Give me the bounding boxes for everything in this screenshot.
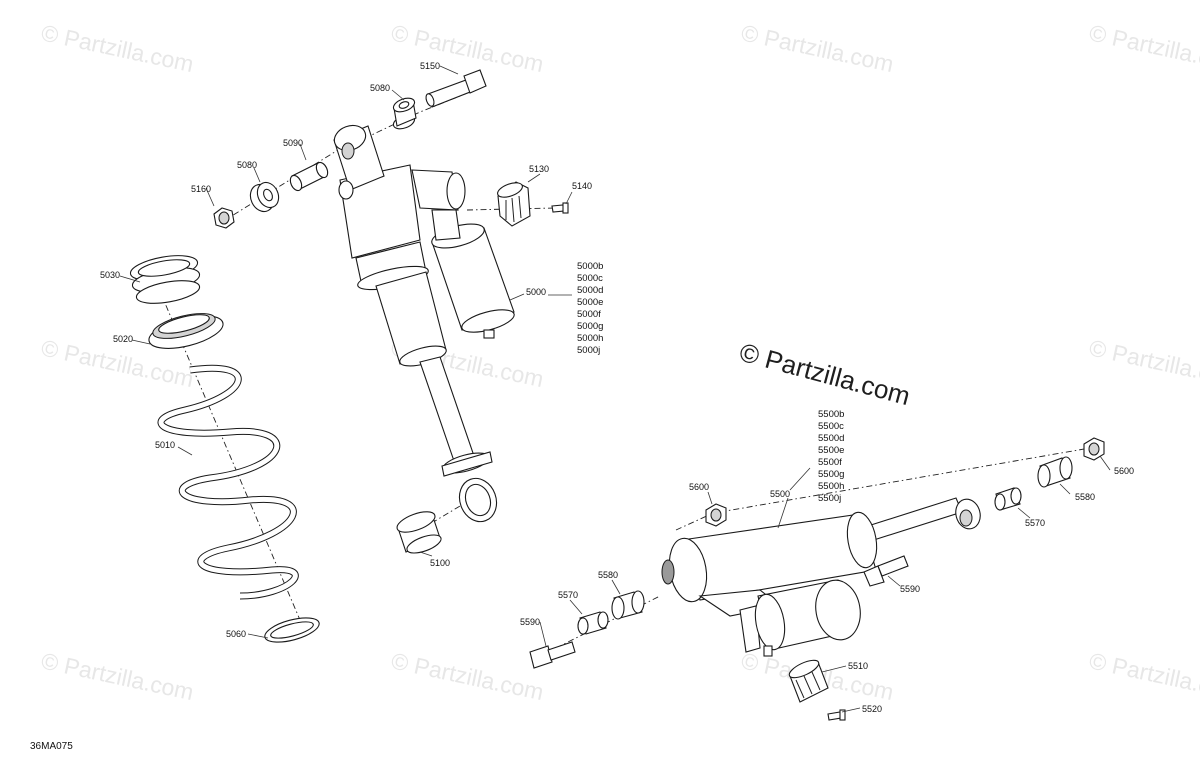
variant-item: 5500b — [818, 409, 844, 420]
watermark: © Partzilla.com — [389, 19, 546, 77]
label-5030[interactable]: 5030 — [100, 270, 120, 280]
watermark: © Partzilla.com — [39, 19, 196, 77]
variant-item: 5000h — [577, 333, 603, 344]
label-5570[interactable]: 5570 — [1025, 518, 1045, 528]
watermark: © Partzilla.com — [1087, 647, 1200, 705]
variant-item: 5500c — [818, 421, 844, 432]
variant-item: 5000d — [577, 285, 603, 296]
label-5600[interactable]: 5600 — [1114, 466, 1134, 476]
spacer-5570-icon — [577, 611, 609, 635]
screw-5520-icon — [827, 709, 846, 721]
front-shock-assembly — [119, 65, 573, 643]
nut-5600-icon — [1083, 437, 1105, 461]
label-5060[interactable]: 5060 — [226, 629, 246, 639]
label-5100[interactable]: 5100 — [430, 558, 450, 568]
rear-shock-assembly — [529, 437, 1111, 721]
label-5600[interactable]: 5600 — [689, 482, 709, 492]
label-5580[interactable]: 5580 — [598, 570, 618, 580]
label-5020[interactable]: 5020 — [113, 334, 133, 344]
watermark: © Partzilla.com — [1087, 19, 1200, 77]
bushing-5080-icon — [249, 181, 280, 213]
label-5580[interactable]: 5580 — [1075, 492, 1095, 502]
shock-body-5000-icon — [333, 124, 515, 523]
variant-item: 5000e — [577, 297, 603, 308]
bolt-5590-icon — [529, 641, 576, 669]
label-5080[interactable]: 5080 — [237, 160, 257, 170]
label-5590[interactable]: 5590 — [900, 584, 920, 594]
bolt-5150-icon — [425, 69, 487, 108]
clip-5060-icon — [264, 617, 320, 643]
variant-item: 5000f — [577, 309, 601, 320]
variant-item: 5500f — [818, 457, 842, 468]
variant-item: 5000b — [577, 261, 603, 272]
drawing-id: 36MA075 — [30, 741, 73, 752]
watermark: © Partzilla.com — [1087, 334, 1200, 392]
variant-item: 5500j — [818, 493, 841, 504]
label-5520[interactable]: 5520 — [862, 704, 882, 714]
label-5080[interactable]: 5080 — [370, 83, 390, 93]
spring-retainer-5030-icon — [129, 255, 201, 304]
variant-item: 5500g — [818, 469, 844, 480]
variant-list-5500: 5500b 5500c 5500d 5500e 5500f 5500g 5500… — [818, 409, 844, 504]
label-5140[interactable]: 5140 — [572, 181, 592, 191]
variant-item: 5500d — [818, 433, 844, 444]
label-5090[interactable]: 5090 — [283, 138, 303, 148]
variant-list-5000: 5000b 5000c 5000d 5000e 5000f 5000g 5000… — [548, 261, 603, 356]
variant-item: 5000g — [577, 321, 603, 332]
bolt-5590-icon — [863, 555, 909, 587]
spacer-5570-icon — [994, 487, 1022, 511]
part-labels: 5150 5080 5090 5080 5160 5130 5140 5030 … — [100, 61, 1134, 714]
watermark: © Partzilla.com — [39, 647, 196, 705]
label-5150[interactable]: 5150 — [420, 61, 440, 71]
bushing-5100-icon — [396, 511, 442, 554]
watermark: © Partzilla.com — [739, 19, 896, 77]
bushing-5580-icon — [611, 590, 645, 620]
nut-5160-icon — [213, 207, 235, 229]
label-5590[interactable]: 5590 — [520, 617, 540, 627]
knob-5130-icon — [497, 181, 531, 227]
variant-item: 5500h — [818, 481, 844, 492]
knob-5510-icon — [788, 659, 829, 703]
watermark: © Partzilla.com — [389, 647, 546, 705]
label-5010[interactable]: 5010 — [155, 440, 175, 450]
label-5500[interactable]: 5500 — [770, 489, 790, 499]
variant-item: 5000c — [577, 273, 603, 284]
label-5510[interactable]: 5510 — [848, 661, 868, 671]
nut-5600-icon — [705, 503, 727, 527]
label-5570[interactable]: 5570 — [558, 590, 578, 600]
label-5160[interactable]: 5160 — [191, 184, 211, 194]
shock-body-5500-icon — [661, 497, 981, 657]
label-5130[interactable]: 5130 — [529, 164, 549, 174]
spring-5010-icon — [157, 364, 299, 600]
variant-item: 5000j — [577, 345, 600, 356]
bushing-5080-icon — [392, 97, 417, 130]
screw-5140-icon — [551, 202, 569, 214]
sleeve-5090-icon — [289, 161, 329, 192]
variant-item: 5500e — [818, 445, 844, 456]
watermark-large: © Partzilla.com — [736, 337, 913, 411]
bushing-5580-icon — [1037, 456, 1073, 488]
label-5000[interactable]: 5000 — [526, 287, 546, 297]
spring-guide-5020-icon — [148, 313, 224, 349]
